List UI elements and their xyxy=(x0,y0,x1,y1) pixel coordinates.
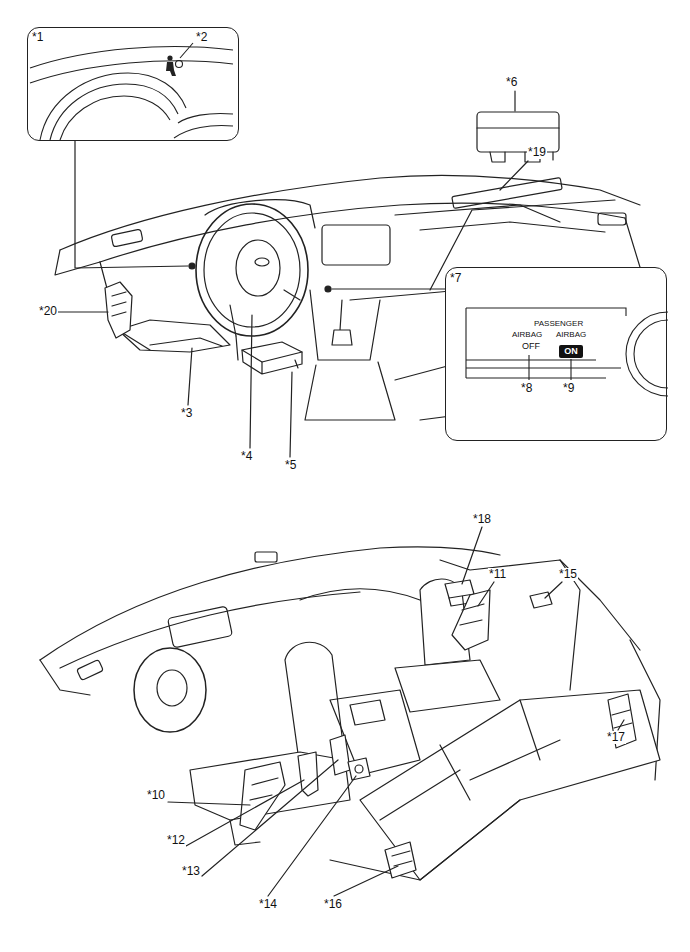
indicator-on-badge: ON xyxy=(559,345,583,358)
callout-number: *2 xyxy=(196,31,207,44)
callout-number: *7 xyxy=(450,272,461,285)
airbag-indicator-inset: ON *7PASSENGER AIRBAG OFF AIRBAG *8 *9 xyxy=(445,267,667,441)
callout-number: *19 xyxy=(527,146,547,159)
callout-number: *18 xyxy=(472,513,492,526)
callout-number: *14 xyxy=(258,898,278,911)
callout-number: *12 xyxy=(166,834,186,847)
callout-number: *6 xyxy=(505,76,518,89)
callout-number: *15 xyxy=(558,568,578,581)
indicator-text: OFF xyxy=(522,342,540,352)
callout-number: *11 xyxy=(488,568,507,581)
callout-number: *1 xyxy=(32,31,43,44)
callout-number: *13 xyxy=(181,865,201,878)
callout-number: *17 xyxy=(606,731,626,744)
indicator-text: PASSENGER xyxy=(534,320,583,329)
callout-number: *5 xyxy=(284,459,297,472)
combination-meter-inset: *1 *2 xyxy=(27,27,239,141)
indicator-drawing xyxy=(446,268,668,442)
indicator-text: AIRBAG xyxy=(556,331,586,340)
callout-number: *8 xyxy=(521,382,532,395)
indicator-text: ON xyxy=(564,347,578,357)
callout-number: *10 xyxy=(146,789,166,802)
callout-number: *9 xyxy=(563,382,574,395)
meter-drawing xyxy=(28,28,240,142)
callout-number: *16 xyxy=(323,898,343,911)
callout-number: *20 xyxy=(38,305,58,318)
callout-number: *4 xyxy=(240,450,253,463)
callout-number: *3 xyxy=(180,407,193,420)
indicator-text: AIRBAG xyxy=(512,331,542,340)
